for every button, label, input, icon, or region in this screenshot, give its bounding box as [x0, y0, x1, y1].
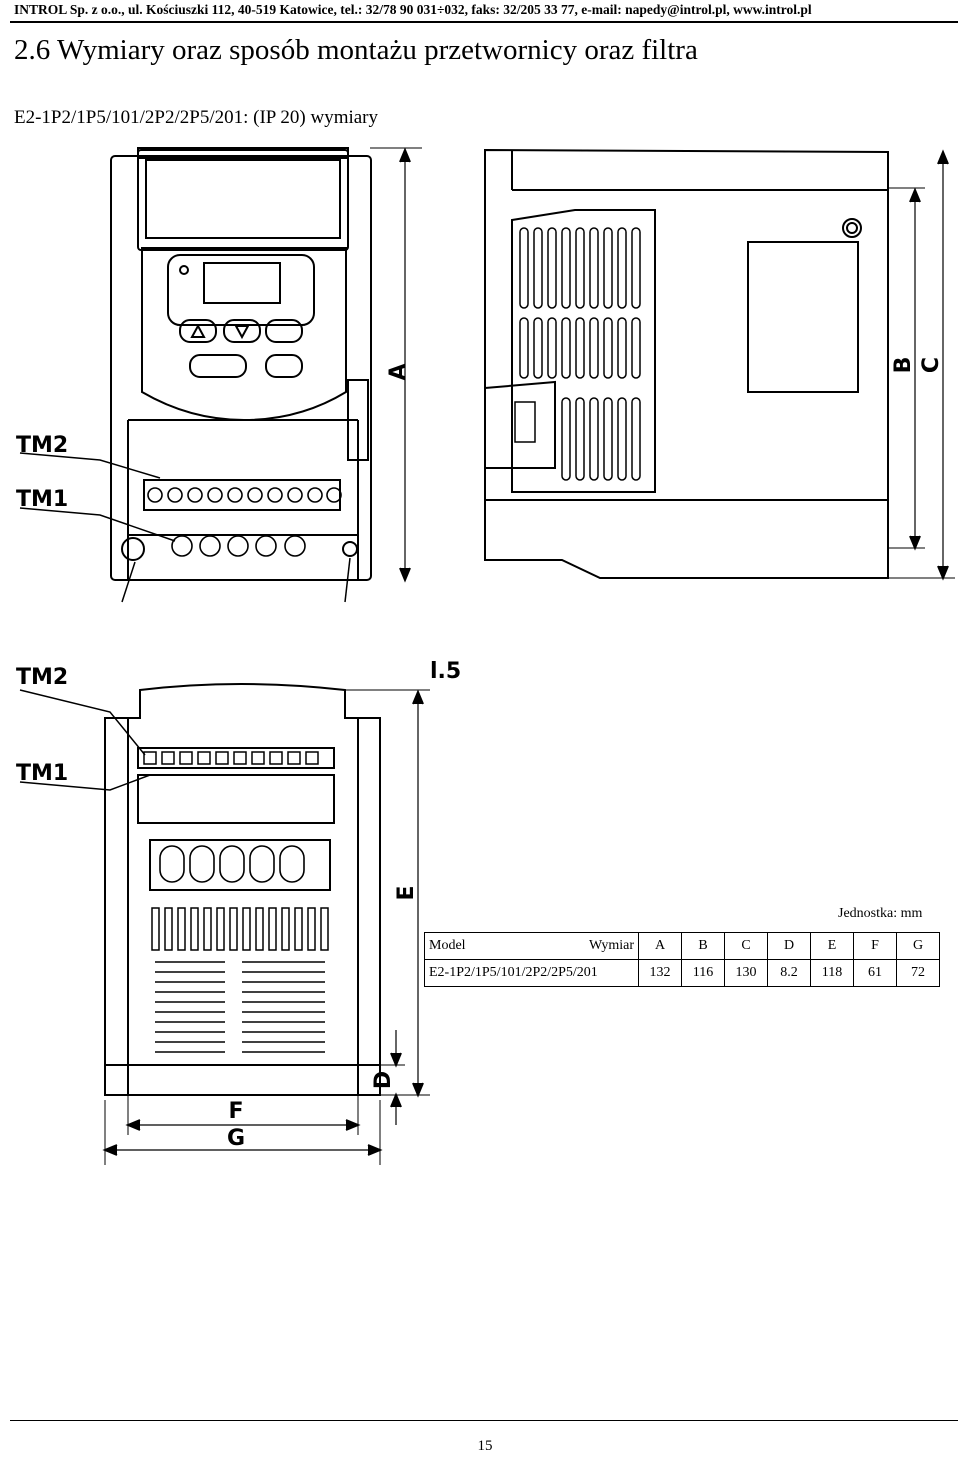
header-dimension: Wymiar [588, 938, 634, 953]
table-header-cell: D [767, 932, 811, 960]
unit-label: Jednostka: mm [838, 906, 923, 921]
label-tm1: TM1 [16, 487, 68, 512]
table-header-cell: C [724, 932, 768, 960]
table-cell: 72 [896, 959, 940, 987]
header-rule [10, 21, 958, 23]
dimensions-table: Model Wymiar A B C D E F G E2-1P2/1P5/10… [424, 932, 940, 987]
bottom-view [19, 683, 430, 1165]
table-cell: 8.2 [767, 959, 811, 987]
label-dim-e: E [394, 885, 419, 900]
section-title: 2.6 Wymiary oraz sposób montażu przetwor… [14, 34, 698, 66]
table-cell: 116 [681, 959, 725, 987]
table-row: E2-1P2/1P5/101/2P2/2P5/201 132 116 130 8… [424, 959, 940, 987]
label-tm2: TM2 [16, 433, 68, 458]
front-view [19, 147, 422, 603]
label-dim-d: D [371, 1071, 396, 1089]
table-cell: 132 [638, 959, 682, 987]
table-cell-model: E2-1P2/1P5/101/2P2/2P5/201 [424, 959, 639, 987]
table-header-cell: G [896, 932, 940, 960]
header-model: Model [429, 938, 466, 953]
label-partial: l.5 [430, 659, 461, 684]
technical-drawing: TM2 TM1 A B C TM2 TM1 l.5 E D F G [16, 147, 955, 1165]
label-dim-b: B [891, 357, 916, 374]
label-dim-a: A [386, 363, 411, 380]
table-header-cell: Model Wymiar [424, 932, 639, 960]
side-view [484, 148, 955, 581]
label-tm1-bottom: TM1 [16, 761, 68, 786]
label-dim-g: G [227, 1126, 245, 1151]
table-header-cell: A [638, 932, 682, 960]
label-tm2-bottom: TM2 [16, 665, 68, 690]
table-header-cell: E [810, 932, 854, 960]
table-cell: 130 [724, 959, 768, 987]
table-header-cell: F [853, 932, 897, 960]
table-cell: 61 [853, 959, 897, 987]
table-cell: 118 [810, 959, 854, 987]
page-header: INTROL Sp. z o.o., ul. Kościuszki 112, 4… [14, 2, 812, 17]
section-subtitle: E2-1P2/1P5/101/2P2/2P5/201: (IP 20) wymi… [14, 107, 379, 128]
table-header-cell: B [681, 932, 725, 960]
label-dim-f: F [228, 1099, 243, 1124]
footer-rule [10, 1420, 958, 1421]
table-header-row: Model Wymiar A B C D E F G [424, 932, 940, 960]
label-dim-c: C [919, 357, 944, 373]
page-number: 15 [477, 1438, 493, 1454]
